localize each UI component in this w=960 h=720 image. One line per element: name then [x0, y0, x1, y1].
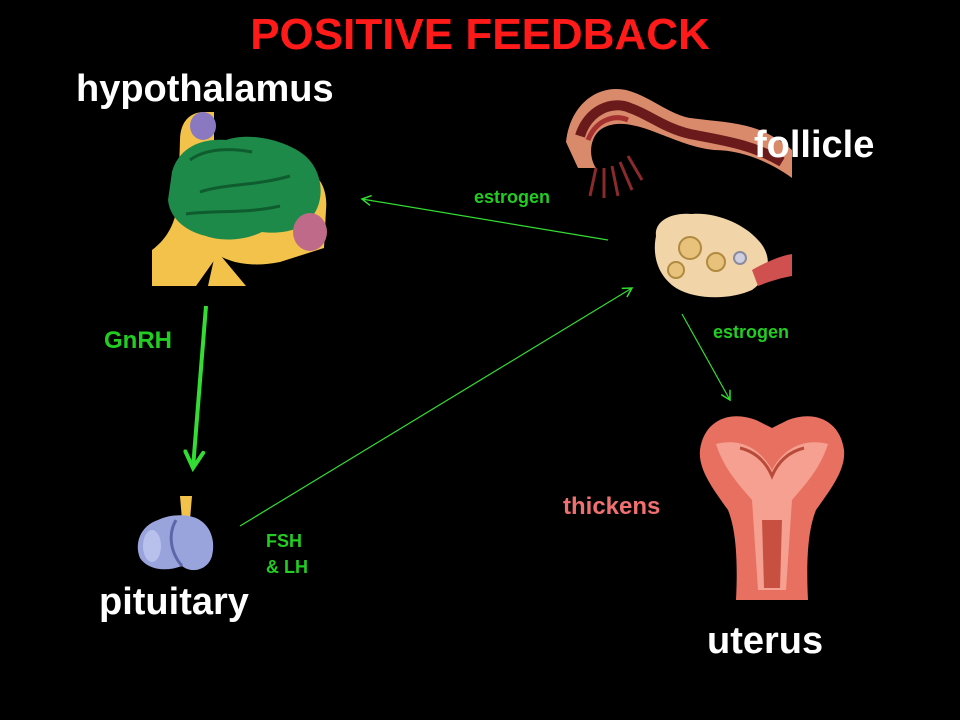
- fsh-label-line1: FSH: [266, 531, 302, 551]
- follicle-illustration-icon: [562, 82, 792, 298]
- hypothalamus-illustration-icon: [152, 110, 328, 286]
- fsh-label-line2: & LH: [266, 557, 308, 577]
- pituitary-label: pituitary: [99, 581, 249, 623]
- estrogen-to-hypothalamus-label: estrogen: [474, 187, 551, 207]
- hypothalamus-label: hypothalamus: [76, 68, 334, 110]
- arrow-hypothalamus-to-pituitary: [193, 305, 208, 468]
- estrogen-to-uterus-label: estrogen: [713, 322, 790, 342]
- arrow-follicle-to-uterus: [681, 313, 731, 402]
- fsh-lh-label: FSH & LH: [266, 528, 308, 580]
- follicle-label: follicle: [754, 124, 875, 166]
- arrow-follicle-to-hypothalamus: [360, 194, 609, 241]
- pituitary-illustration-icon: [137, 496, 214, 571]
- arrow-pituitary-to-follicle: [239, 287, 634, 527]
- uterus-label: uterus: [707, 620, 824, 662]
- page-title: POSITIVE FEEDBACK: [250, 10, 710, 59]
- thickens-label: thickens: [563, 493, 661, 520]
- gnrh-label: GnRH: [104, 327, 172, 354]
- uterus-illustration-icon: [696, 406, 846, 608]
